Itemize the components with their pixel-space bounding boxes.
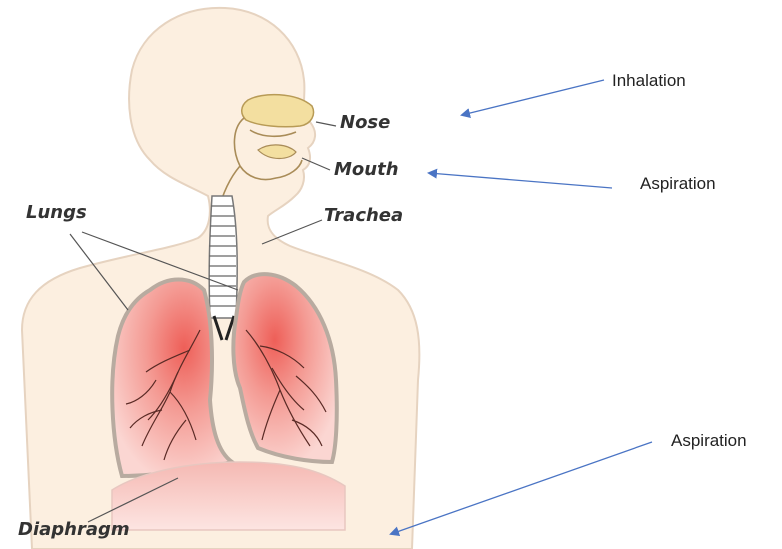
aspiration-diaphragm-label: Aspiration <box>671 432 747 449</box>
trachea-label: Trachea <box>324 207 403 225</box>
aspiration-mouth-label: Aspiration <box>640 175 716 192</box>
trachea <box>209 196 237 340</box>
mouth-label: Mouth <box>334 161 399 179</box>
lungs-label: Lungs <box>26 204 87 222</box>
diaphragm-label: Diaphragm <box>18 521 130 539</box>
nose-label: Nose <box>340 114 390 132</box>
aspiration-mouth-arrow <box>429 173 612 188</box>
nasal-cavity <box>242 95 314 127</box>
inhalation-label: Inhalation <box>612 72 686 89</box>
aspiration-diaphragm-arrow <box>391 442 652 534</box>
inhalation-arrow <box>462 80 604 115</box>
